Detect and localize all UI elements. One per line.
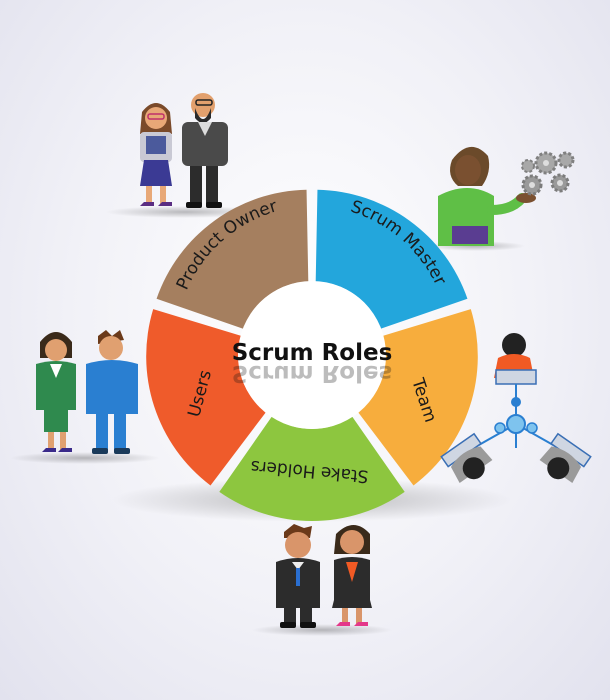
diagram-title: Scrum Roles [232, 340, 393, 366]
people-shadow-bottom [252, 624, 392, 636]
diagram-title-reflection: Scrum Roles [232, 360, 393, 386]
team-network-icon [440, 333, 592, 483]
segment-stake-holders [219, 416, 405, 521]
segment-users [146, 309, 266, 486]
segment-scrum-master [315, 189, 468, 329]
scrum-master-person-gears-icon [438, 146, 575, 246]
roles-ring [146, 189, 478, 521]
product-owner-people-icon [140, 93, 228, 208]
segment-team [358, 309, 478, 486]
ring-center [238, 281, 386, 429]
people-shadow-left [10, 452, 160, 464]
stake-holders-people-icon [276, 524, 372, 628]
users-people-icon [36, 330, 138, 454]
segment-product-owner [156, 189, 309, 329]
